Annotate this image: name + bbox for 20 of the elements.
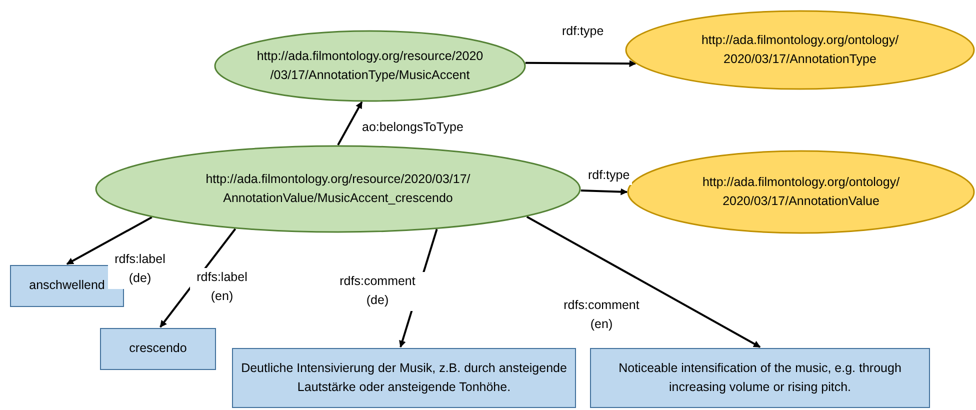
literal-text: Deutliche Intensivierung der Musik, z.B. durch ansteigende Lautstärke oder ansteigende Tonhöhe. [240,360,568,396]
literal-box [10,265,124,307]
arrow [66,216,152,265]
literal-box [100,328,216,370]
literal-text: anschwellend [29,277,105,294]
ellipse-node [214,30,526,102]
uri-text: http://ada.filmontology.org/resource/2020 /03/17/AnnotationType/MusicAccent [256,48,484,84]
uri-text: http://ada.filmontology.org/ontology/ 2020/03/17/AnnotationType [700,32,900,68]
literal-text: Noticeable intensification of the music, e.g. through increasing volume or rising pitch. [618,360,902,396]
literal-box [232,348,576,408]
arrow [526,216,761,348]
ellipse-node [95,145,581,233]
literal-text: crescendo [129,340,187,358]
arrow [580,188,628,196]
arrow [337,101,363,146]
ellipse-node [625,10,975,90]
uri-text: http://ada.filmontology.org/ontology/ 2020/03/17/AnnotationValue [701,174,901,210]
uri-text: http://ada.filmontology.org/resource/2020/03/17/ AnnotationValue/MusicAccent_crescendo [204,170,472,207]
arrow [525,60,636,68]
literal-box [590,348,930,408]
